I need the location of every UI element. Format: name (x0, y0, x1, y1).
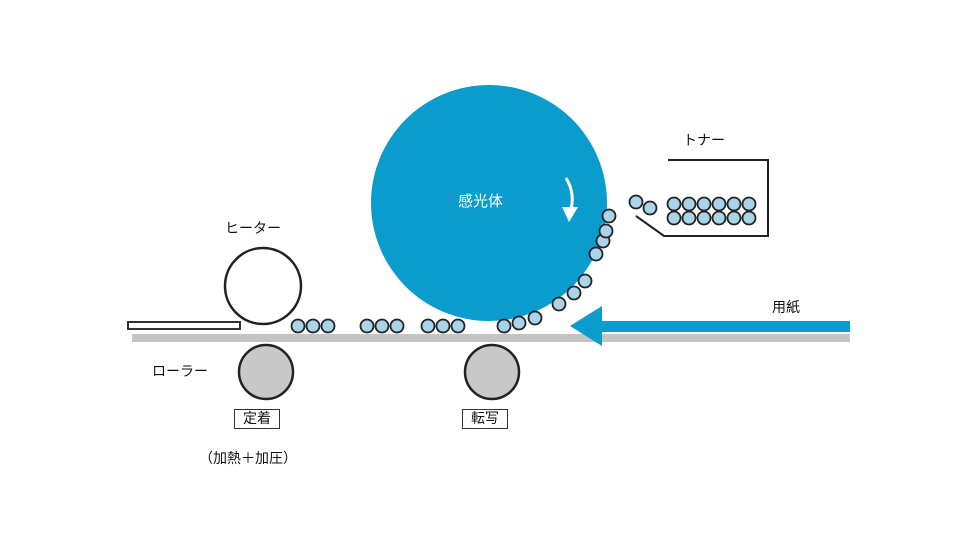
heater-label: ヒーター (225, 221, 281, 237)
rotation-arrow-head (562, 207, 578, 222)
paper-label: 用紙 (772, 300, 800, 316)
toner-particle (511, 315, 527, 331)
photoconductor-drum (371, 85, 607, 321)
toner-particle (711, 196, 727, 212)
toner-particle (601, 208, 617, 224)
toner-particle (577, 273, 593, 289)
paper-arrow-head (570, 306, 602, 346)
toner-particle (359, 318, 375, 334)
toner-particle (305, 318, 321, 334)
toner-particles (290, 194, 757, 334)
drum-label: 感光体 (458, 192, 504, 210)
toner-particle (666, 196, 682, 212)
toner-particle (726, 196, 742, 212)
toner-particle (666, 210, 682, 226)
toner-particle (551, 296, 567, 312)
toner-particle (681, 210, 697, 226)
fixing-note: （加熱＋加圧） (199, 451, 297, 467)
toner-particle (450, 318, 466, 334)
transfer-label: 転写 (462, 409, 508, 429)
transfer-roller (463, 343, 521, 401)
toner-hopper (635, 159, 769, 237)
toner-particle (389, 318, 405, 334)
toner-particle (527, 310, 543, 326)
fixing-label: 定着 (234, 409, 280, 429)
paper-arrow-shaft (594, 321, 850, 332)
toner-particle (711, 210, 727, 226)
toner-particle (741, 196, 757, 212)
toner-particle (741, 210, 757, 226)
toner-particle (420, 318, 436, 334)
toner-particle (566, 285, 582, 301)
paper-path (132, 334, 850, 342)
toner-particle (726, 210, 742, 226)
toner-particle (696, 196, 712, 212)
toner-particle (496, 318, 512, 334)
toner-particle (435, 318, 451, 334)
toner-particle (696, 210, 712, 226)
roller-label: ローラー (152, 364, 208, 380)
fixing-roller (237, 343, 295, 401)
toner-particle (628, 194, 644, 210)
toner-particle (320, 318, 336, 334)
toner-particle (681, 196, 697, 212)
heater-roll (223, 246, 303, 326)
toner-particle (598, 223, 614, 239)
toner-particle (642, 200, 658, 216)
output-paper-sheet (127, 321, 241, 330)
toner-particle (290, 318, 306, 334)
toner-label: トナー (683, 133, 725, 149)
toner-particle (588, 246, 604, 262)
toner-particle (374, 318, 390, 334)
